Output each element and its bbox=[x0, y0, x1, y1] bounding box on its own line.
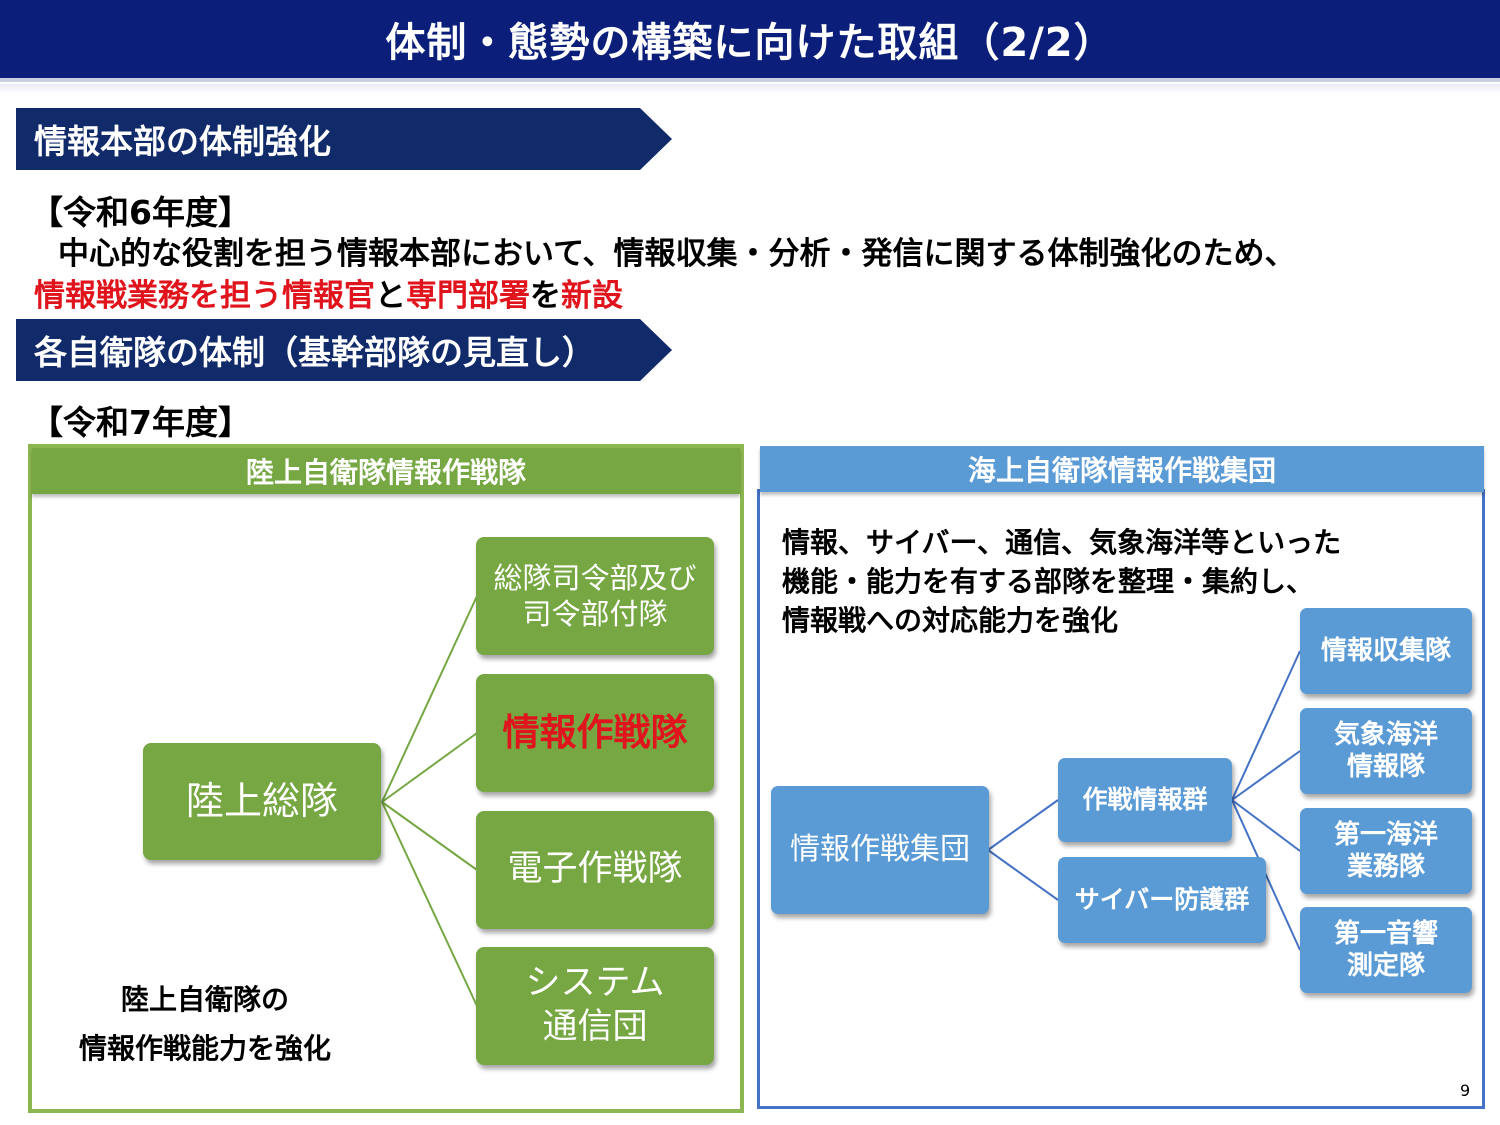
gsdf-panel-header: 陸上自衛隊情報作戦隊 bbox=[32, 448, 740, 494]
section1-line2: 情報戦業務を担う情報官と専門部署を新設 bbox=[34, 270, 623, 315]
msdf-panel-title: 海上自衛隊情報作戦集団 bbox=[967, 454, 1276, 487]
gsdf-unit-hq-and-support: 総隊司令部及び 司令部付隊 bbox=[476, 537, 714, 655]
msdf-group-cyber-defense: サイバー防護群 bbox=[1058, 857, 1266, 943]
title-shadow bbox=[0, 84, 1500, 94]
section1-heading: 情報本部の体制強化 bbox=[34, 122, 331, 161]
gsdf-unit-information-operations: 情報作戦隊 bbox=[476, 674, 714, 792]
connector-wo: を bbox=[530, 278, 561, 314]
gsdf-root-ground-component-command: 陸上総隊 bbox=[143, 743, 381, 860]
gsdf-panel bbox=[28, 444, 744, 1113]
gsdf-panel-title: 陸上自衛隊情報作戦隊 bbox=[245, 456, 526, 489]
msdf-unit-first-oceanographic-service: 第一海洋 業務隊 bbox=[1300, 808, 1472, 894]
page-number: 9 bbox=[1460, 1081, 1471, 1100]
msdf-connectors bbox=[987, 650, 1301, 951]
highlight-specialized-dept: 専門部署 bbox=[406, 278, 530, 314]
highlight-intelligence-officer: 情報戦業務を担う情報官 bbox=[34, 278, 375, 314]
section1-fiscal-year: 【令和6年度】 bbox=[30, 193, 251, 232]
section1-heading-band: 情報本部の体制強化 bbox=[16, 108, 672, 170]
page-title: 体制・態勢の構築に向けた取組（2/2） bbox=[385, 20, 1115, 66]
gsdf-connectors bbox=[381, 595, 478, 1007]
section2-fiscal-year: 【令和7年度】 bbox=[30, 403, 251, 442]
title-bar: 体制・態勢の構築に向けた取組（2/2） bbox=[0, 0, 1500, 78]
title-divider bbox=[0, 78, 1500, 82]
msdf-unit-intelligence-collection: 情報収集隊 bbox=[1300, 608, 1472, 694]
section1-line1: 中心的な役割を担う情報本部において、情報収集・分析・発信に関する体制強化のため、 bbox=[58, 236, 1296, 272]
msdf-panel-header: 海上自衛隊情報作戦集団 bbox=[760, 446, 1484, 492]
section2-heading: 各自衛隊の体制（基幹部隊の見直し） bbox=[34, 333, 595, 372]
gsdf-unit-electronic-warfare: 電子作戦隊 bbox=[476, 811, 714, 929]
section2-heading-band: 各自衛隊の体制（基幹部隊の見直し） bbox=[16, 319, 672, 381]
gsdf-note: 陸上自衛隊の 情報作戦能力を強化 bbox=[78, 983, 331, 1065]
msdf-unit-meteorological-oceanographic: 気象海洋 情報隊 bbox=[1300, 708, 1472, 794]
msdf-unit-first-acoustic-measurement: 第一音響 測定隊 bbox=[1300, 907, 1472, 993]
highlight-new-establish: 新設 bbox=[561, 278, 623, 314]
msdf-root-information-operations-group: 情報作戦集団 bbox=[771, 786, 989, 914]
gsdf-unit-system-signal-brigade: システム 通信団 bbox=[476, 947, 714, 1065]
msdf-group-operational-intelligence: 作戦情報群 bbox=[1058, 758, 1232, 842]
connector-to: と bbox=[375, 278, 406, 314]
msdf-description: 情報、サイバー、通信、気象海洋等といった 機能・能力を有する部隊を整理・集約し、… bbox=[782, 526, 1342, 638]
